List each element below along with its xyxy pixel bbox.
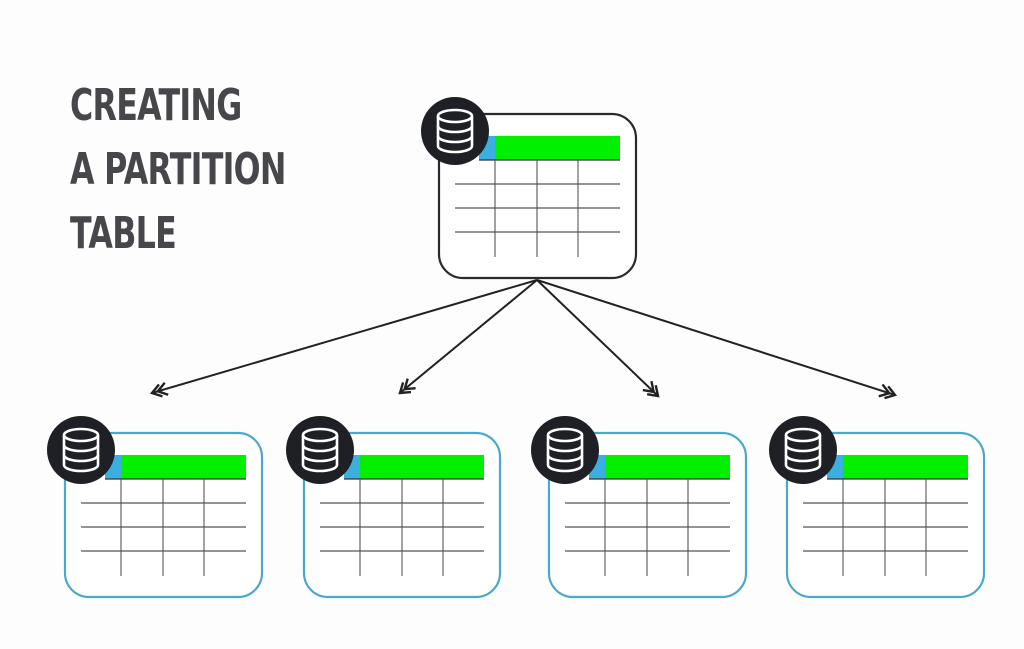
- header-row: [360, 455, 484, 479]
- title-line-1: CREATING: [70, 80, 242, 131]
- arrowhead: [878, 383, 892, 398]
- partition-1: [47, 416, 264, 599]
- arrowhead: [155, 382, 169, 396]
- database-icon: [531, 416, 599, 484]
- partition-2: [286, 416, 502, 599]
- database-icon: [47, 416, 115, 484]
- header-row: [495, 136, 620, 160]
- database-icon: [769, 416, 837, 484]
- arrow-connector: [536, 279, 898, 400]
- header-row: [605, 455, 730, 479]
- title-line-3: TABLE: [70, 208, 177, 259]
- partition-4: [769, 416, 986, 599]
- arrowhead: [402, 378, 416, 391]
- arrow-connector: [398, 279, 538, 395]
- arrowhead: [646, 384, 660, 398]
- database-icon: [421, 97, 489, 165]
- arrowhead: [398, 382, 412, 395]
- header-row: [843, 455, 968, 479]
- tables-group: [47, 97, 986, 599]
- header-row: [121, 455, 246, 479]
- arrows-group: [149, 279, 898, 400]
- arrowhead: [149, 383, 163, 398]
- arrow-connector: [149, 279, 538, 398]
- diagram-title: CREATING A PARTITION TABLE: [70, 74, 286, 266]
- arrow-connector: [536, 279, 660, 398]
- arrowhead: [642, 380, 656, 394]
- arrowhead: [884, 385, 898, 400]
- parent-table: [421, 97, 638, 280]
- partition-3: [531, 416, 748, 599]
- database-icon: [286, 416, 354, 484]
- title-line-2: A PARTITION: [70, 144, 286, 195]
